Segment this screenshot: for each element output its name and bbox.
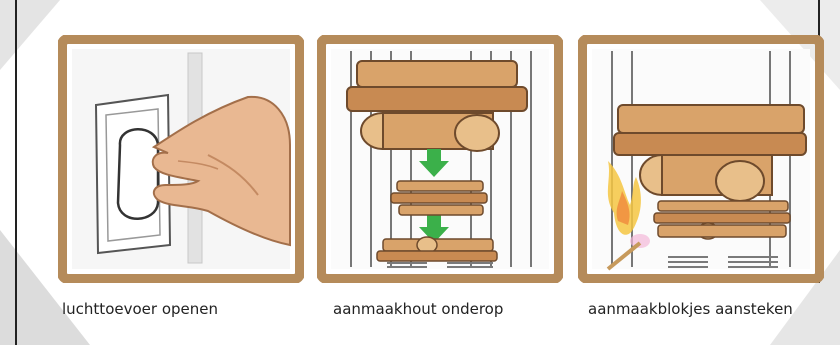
caption-step-1: luchttoevoer openen bbox=[62, 300, 218, 318]
illustration-kindling-on-top bbox=[317, 35, 563, 283]
kindling-icon bbox=[391, 181, 487, 215]
illustration-light-firelighters bbox=[578, 35, 824, 283]
illustration-air-supply bbox=[58, 35, 304, 283]
caption-step-2: aanmaakhout onderop bbox=[333, 300, 503, 318]
caption-step-3: aanmaakblokjes aansteken bbox=[588, 300, 793, 318]
kindling-icon bbox=[654, 201, 790, 239]
